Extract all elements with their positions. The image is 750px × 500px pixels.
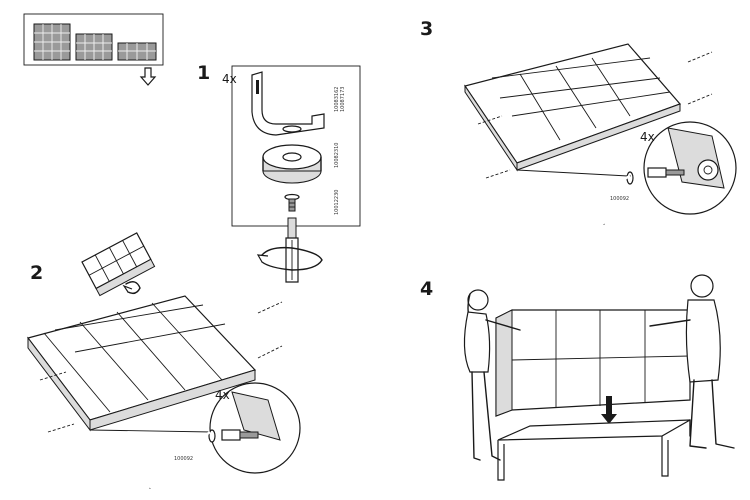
step-1-part-number-d: 10012230 — [334, 189, 340, 215]
person-right — [649, 274, 735, 449]
step-2-number: 2 — [30, 262, 44, 284]
step-3-illustration — [464, 43, 737, 225]
step-1-part-number-b: 10087173 — [340, 86, 346, 112]
screwdriver-icon — [256, 217, 323, 283]
step-4-illustration — [463, 274, 735, 481]
step-4-number: 4 — [420, 278, 434, 300]
step-2-illustration — [26, 232, 301, 489]
allen-key-icon — [588, 174, 631, 225]
allen-key-icon — [148, 430, 211, 489]
down-arrow-icon — [139, 67, 157, 86]
step-2-tool-label: 100092 — [174, 456, 194, 462]
person-left — [463, 289, 521, 461]
step-1-part-number-c: 10082310 — [334, 142, 340, 168]
step-2-quantity: 4x — [215, 388, 230, 402]
step-3-quantity: 4x — [640, 130, 655, 144]
shelf-variants-icon — [23, 13, 164, 66]
step-3-number: 3 — [420, 18, 434, 40]
step-3-tool-label: 100092 — [610, 196, 630, 202]
step-1-quantity: 4x — [222, 72, 237, 86]
step-1-number: 1 — [197, 62, 211, 84]
step-1-illustration — [231, 65, 361, 283]
